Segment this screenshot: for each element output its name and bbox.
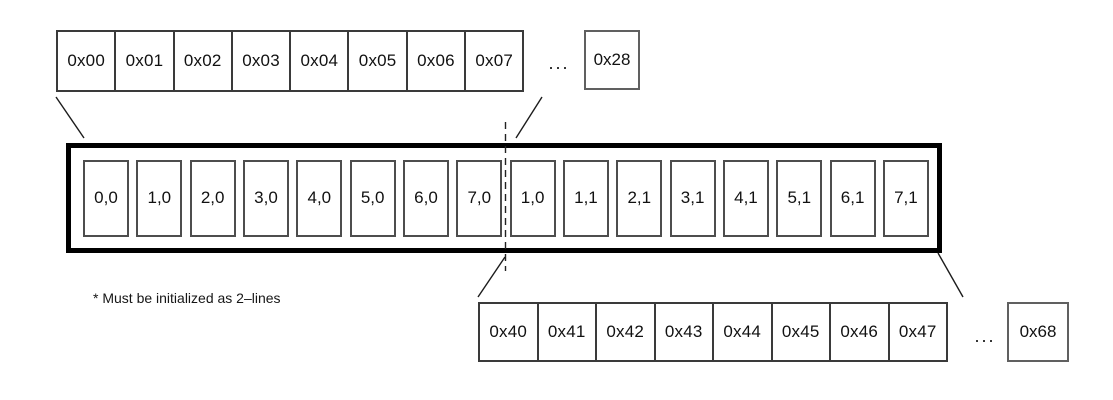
init-note: * Must be initialized as 2–lines <box>93 290 281 306</box>
ellipsis-bottom: ... <box>974 326 996 346</box>
char-cell: 4,0 <box>296 159 343 237</box>
address-cell: 0x47 <box>887 302 948 362</box>
char-cell: 4,1 <box>722 159 769 237</box>
address-cell: 0x43 <box>653 302 714 362</box>
connector-bottom-right-line <box>937 252 964 298</box>
char-cell: 6,0 <box>402 159 449 237</box>
char-cell: 3,1 <box>669 159 716 237</box>
address-cell: 0x00 <box>56 30 117 92</box>
connector-top-left-line <box>55 96 85 139</box>
address-cell: 0x40 <box>478 302 539 362</box>
address-cell-overflow: 0x28 <box>584 30 640 90</box>
address-cell: 0x01 <box>114 30 175 92</box>
char-cell: 0,0 <box>83 159 129 237</box>
address-cell: 0x42 <box>595 302 656 362</box>
address-cell: 0x45 <box>770 302 831 362</box>
char-cell: 2,0 <box>189 159 236 237</box>
display-box: 0,0 1,0 2,0 3,0 4,0 5,0 6,0 7,0 1,0 1,1 … <box>66 143 942 253</box>
address-cell: 0x03 <box>230 30 292 92</box>
address-cell-overflow: 0x68 <box>1007 302 1069 362</box>
address-cell: 0x04 <box>289 30 350 92</box>
address-cell: 0x02 <box>172 30 233 92</box>
char-cell: 5,0 <box>349 159 396 237</box>
address-cell: 0x05 <box>347 30 408 92</box>
connector-top-right-line <box>515 96 543 139</box>
char-cell: 2,1 <box>616 159 663 237</box>
char-cell: 1,0 <box>136 159 183 237</box>
char-cell: 1,1 <box>562 159 609 237</box>
address-cell: 0x44 <box>712 302 773 362</box>
connector-bottom-left-line <box>477 256 506 298</box>
char-cell: 7,0 <box>456 159 503 237</box>
char-cell: 7,1 <box>882 159 929 237</box>
char-cell: 5,1 <box>776 159 823 237</box>
address-cell: 0x07 <box>464 30 525 92</box>
line1-address-row: 0x00 0x01 0x02 0x03 0x04 0x05 0x06 0x07 <box>56 30 525 92</box>
ellipsis-top: ... <box>548 53 570 73</box>
line2-address-row: 0x40 0x41 0x42 0x43 0x44 0x45 0x46 0x47 <box>478 302 948 362</box>
address-cell: 0x41 <box>536 302 597 362</box>
char-cell: 6,1 <box>829 159 876 237</box>
address-cell: 0x46 <box>829 302 890 362</box>
char-cell: 1,0 <box>509 159 556 237</box>
address-cell: 0x06 <box>405 30 467 92</box>
char-cell: 3,0 <box>242 159 289 237</box>
